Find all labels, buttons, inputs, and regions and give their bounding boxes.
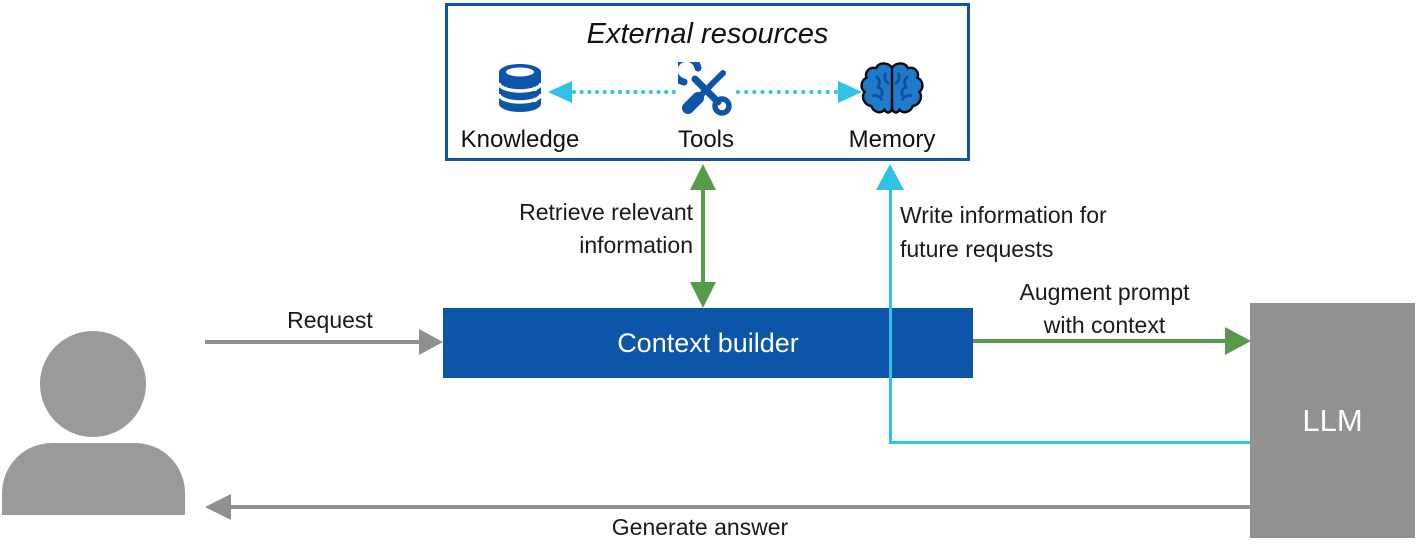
llm-box: LLM bbox=[1250, 303, 1415, 538]
context-builder-label: Context builder bbox=[617, 327, 799, 358]
context-builder-box: Context builder bbox=[443, 308, 973, 378]
augment-arrowhead-icon bbox=[1225, 327, 1251, 355]
write-arrowhead-icon bbox=[876, 164, 904, 190]
write-label: Write information for future requests bbox=[900, 202, 1107, 262]
augment-label: Augment prompt with context bbox=[1019, 279, 1190, 338]
llm-label: LLM bbox=[1302, 402, 1363, 438]
person-icon bbox=[2, 331, 185, 515]
tools-icon bbox=[678, 62, 732, 116]
memory-label: Memory bbox=[848, 126, 936, 153]
generate-label: Generate answer bbox=[611, 514, 789, 540]
knowledge-label: Knowledge bbox=[460, 126, 580, 153]
write-arrow-horizontal bbox=[889, 441, 1250, 444]
dotted-line-right bbox=[736, 90, 838, 94]
dotted-line-left bbox=[572, 90, 676, 94]
dotted-arrow-right-icon bbox=[838, 81, 862, 103]
retrieve-arrowhead-up-icon bbox=[690, 164, 716, 190]
external-resources-title: External resources bbox=[586, 18, 829, 50]
generate-arrow bbox=[231, 505, 1250, 509]
augment-arrow bbox=[973, 339, 1225, 343]
write-arrow-vertical bbox=[889, 188, 892, 444]
tools-label: Tools bbox=[677, 126, 735, 153]
request-arrowhead-icon bbox=[419, 329, 443, 355]
database-icon bbox=[497, 64, 543, 112]
dotted-arrow-left-icon bbox=[548, 81, 572, 103]
request-arrow bbox=[205, 340, 421, 344]
retrieve-arrowhead-down-icon bbox=[690, 282, 716, 308]
request-label: Request bbox=[287, 307, 373, 333]
brain-icon bbox=[860, 62, 924, 114]
retrieve-label: Retrieve relevant information bbox=[519, 199, 693, 258]
generate-arrowhead-icon bbox=[205, 494, 231, 520]
retrieve-arrow bbox=[701, 186, 705, 284]
external-resources-box: External resources Knowledge Tools bbox=[445, 3, 970, 161]
